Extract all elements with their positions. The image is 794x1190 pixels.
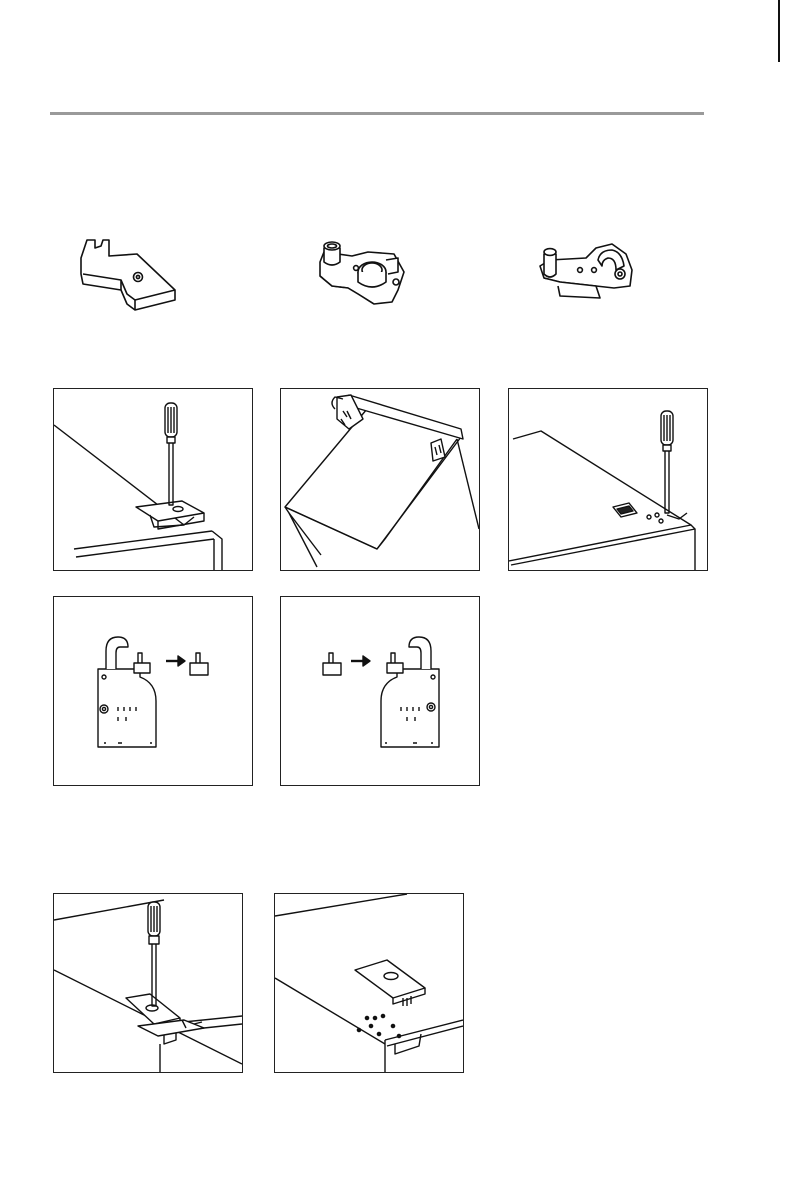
figure-hinge-plate-installed xyxy=(274,893,464,1073)
upper-hinge-plate-part xyxy=(75,234,180,318)
arrow-right-icon xyxy=(351,656,370,666)
hinge-with-pin-bushing-part xyxy=(312,232,414,312)
screwdriver-icon xyxy=(661,411,673,513)
figure-move-pin-onto-hinge xyxy=(280,596,480,786)
figure-move-pin-off-hinge xyxy=(53,596,253,786)
reversed-hinge-with-pin-part xyxy=(536,240,636,302)
figure-unscrew-top-hinge xyxy=(53,388,253,571)
figure-unscrew-opposite-side xyxy=(508,388,708,571)
figure-screw-hinge-plate xyxy=(53,893,243,1073)
screwdriver-icon xyxy=(148,902,160,1006)
screwdriver-icon xyxy=(165,403,177,505)
page-edge-line xyxy=(778,0,780,62)
figure-lift-door-off-hinge xyxy=(280,388,480,571)
section-divider xyxy=(50,112,704,115)
arrow-right-icon xyxy=(166,656,185,666)
